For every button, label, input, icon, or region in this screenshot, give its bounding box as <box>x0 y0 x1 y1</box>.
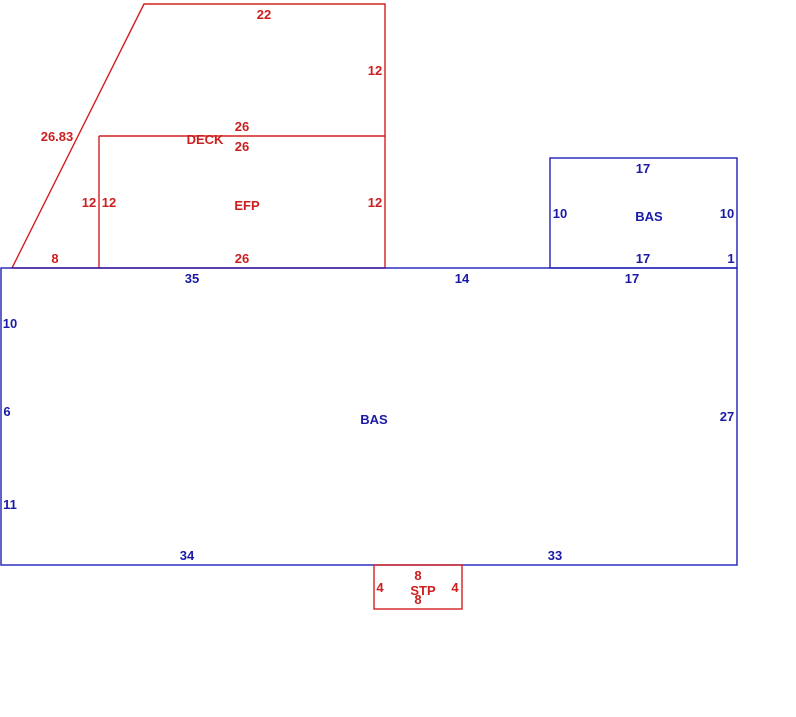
deck-bottom-dim: 26 <box>235 119 249 134</box>
efp-label: EFP <box>234 198 260 213</box>
bas-small-label: BAS <box>635 209 663 224</box>
stp-right-dim: 4 <box>451 580 459 595</box>
stp-label: STP <box>410 583 436 598</box>
stp-bottom-dim: 8 <box>414 592 421 607</box>
bas-small-top-dim: 17 <box>636 161 650 176</box>
deck-top-dim: 22 <box>257 7 271 22</box>
deck-diagonal-dim: 26.83 <box>41 129 74 144</box>
bas-main-top-b-dim: 14 <box>455 271 470 286</box>
strip-bottom-dim: 8 <box>51 251 58 266</box>
bas-main-outline <box>0 267 738 566</box>
bas-main-top-a-dim: 35 <box>185 271 199 286</box>
bas-main-left-b-dim: 6 <box>3 404 10 419</box>
bas-main-left-c-dim: 11 <box>3 497 17 512</box>
bas-main-left-a-dim: 10 <box>3 316 17 331</box>
bas-main-label: BAS <box>360 412 388 427</box>
bas-small-corner-dim: 1 <box>727 251 734 266</box>
stp-top-dim: 8 <box>414 568 421 583</box>
bas-main-bottom-a-dim: 34 <box>180 548 195 563</box>
stp-left-dim: 4 <box>376 580 384 595</box>
deck-label: DECK <box>187 132 224 147</box>
bas-main-top-c-dim: 17 <box>625 271 639 286</box>
bas-small-bottom-dim: 17 <box>636 251 650 266</box>
bas-small-right-dim: 10 <box>720 206 734 221</box>
stp-outline <box>373 564 463 610</box>
efp-left-inner-dim: 12 <box>102 195 116 210</box>
efp-right-dim: 12 <box>368 195 382 210</box>
efp-left-outer-dim: 12 <box>82 195 96 210</box>
deck-outline <box>11 3 386 269</box>
efp-bottom-dim: 26 <box>235 251 249 266</box>
bas-main-bottom-b-dim: 33 <box>548 548 562 563</box>
deck-right-dim: 12 <box>368 63 382 78</box>
efp-top-dim: 26 <box>235 139 249 154</box>
bas-small-left-dim: 10 <box>553 206 567 221</box>
bas-main-right-dim: 27 <box>720 409 734 424</box>
